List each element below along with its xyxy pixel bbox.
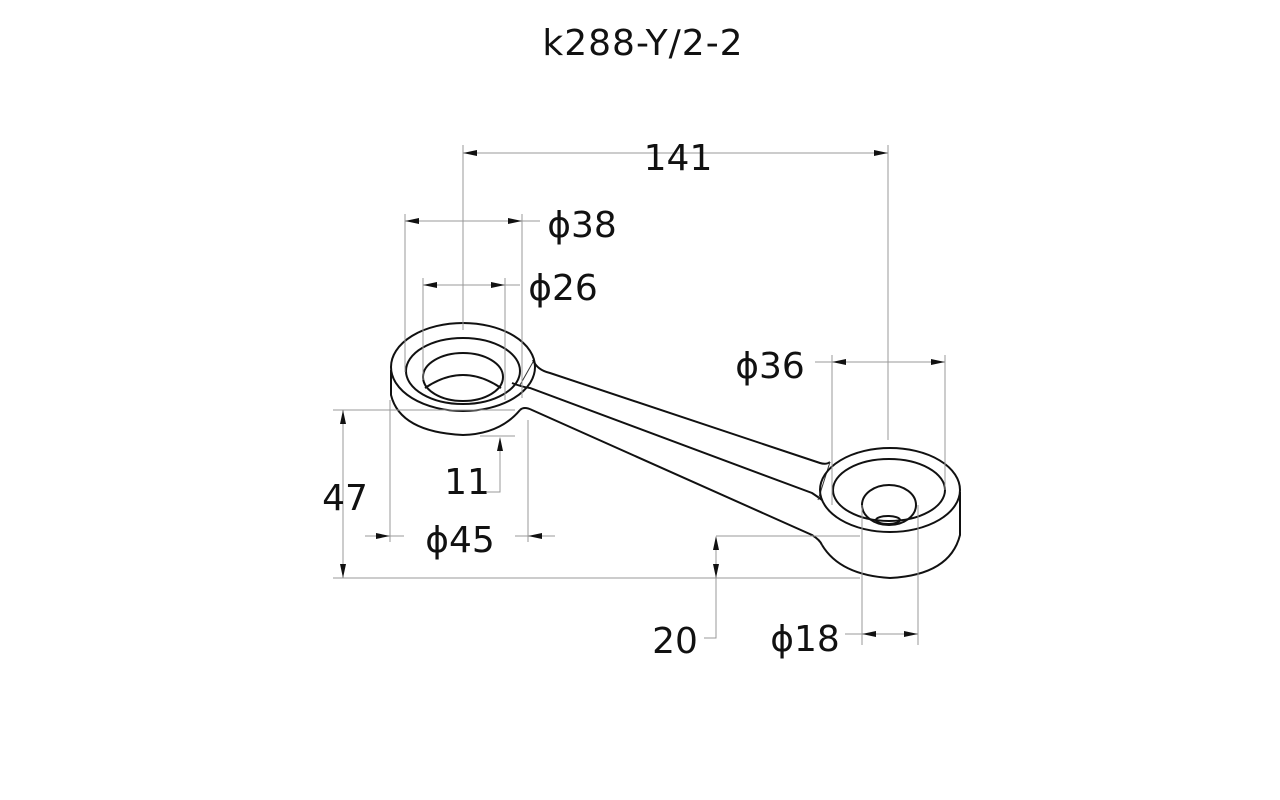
dim-right-outer-diameter: ϕ36 bbox=[735, 346, 805, 387]
dim-left-base-diameter: ϕ45 bbox=[425, 520, 495, 561]
dimension-lines bbox=[333, 145, 946, 645]
dim-center-distance: 141 bbox=[644, 138, 713, 179]
dim-left-outer-diameter: ϕ38 bbox=[547, 205, 617, 246]
dim-total-height: 47 bbox=[322, 478, 368, 519]
dim-right-hole-diameter: ϕ18 bbox=[770, 619, 840, 660]
drawing-title: k288-Y/2-2 bbox=[542, 23, 743, 64]
dim-right-thickness: 20 bbox=[652, 621, 698, 662]
dim-left-thickness: 11 bbox=[444, 462, 490, 503]
dim-left-hole-diameter: ϕ26 bbox=[528, 268, 598, 309]
